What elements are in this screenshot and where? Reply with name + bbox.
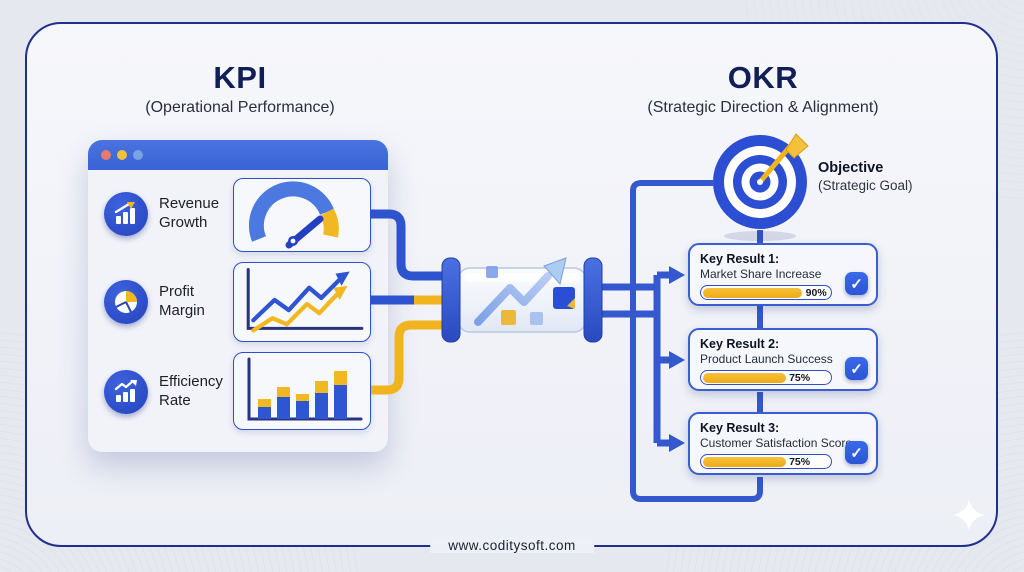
progress-bar: 75%: [700, 370, 832, 385]
pie-chart-icon: [104, 280, 148, 324]
key-result-title: Key Result 3:: [700, 421, 780, 435]
data-cube: [501, 310, 516, 325]
progress-label: 75%: [789, 371, 811, 384]
objective-sublabel: (Strategic Goal): [818, 178, 913, 193]
kpi-subtitle: (Operational Performance): [145, 99, 335, 116]
bar-chart-arrow-icon: [104, 192, 148, 236]
check-icon: ✓: [845, 441, 868, 464]
key-result-name: Product Launch Success: [700, 352, 833, 366]
metric-label: Profit Margin: [159, 283, 205, 319]
key-result-name: Market Share Increase: [700, 267, 822, 281]
kpi-heading: KPI (Operational Performance): [70, 60, 410, 117]
check-icon: ✓: [845, 357, 868, 380]
key-result-2: Key Result 2: Product Launch Success 75%…: [688, 328, 878, 391]
trend-bars-icon: [104, 370, 148, 414]
progress-label: 90%: [805, 286, 827, 299]
okr-title: OKR: [727, 60, 799, 95]
kpi-window: Revenue Growth Profit Margin Efficiency …: [88, 140, 388, 452]
check-icon: ✓: [845, 272, 868, 295]
objective-label: Objective (Strategic Goal): [818, 160, 978, 193]
website-url: www.coditysoft.com: [430, 538, 594, 553]
okr-subtitle: (Strategic Direction & Alignment): [647, 99, 879, 116]
metric-label: Efficiency Rate: [159, 373, 223, 409]
window-titlebar: [88, 140, 388, 170]
key-result-3: Key Result 3: Customer Satisfaction Scor…: [688, 412, 878, 475]
key-result-1: Key Result 1: Market Share Increase 90% …: [688, 243, 878, 306]
sparkle-icon: [953, 499, 985, 531]
kpi-title: KPI: [213, 60, 267, 95]
metric-profit-margin: Profit Margin: [104, 280, 230, 324]
key-result-title: Key Result 2:: [700, 337, 780, 351]
progress-bar: 75%: [700, 454, 832, 469]
funnel-cap-right: [583, 257, 603, 343]
window-dot-yellow: [117, 150, 127, 160]
funnel-cap-left: [441, 257, 461, 343]
progress-fill: [703, 456, 786, 467]
key-result-name: Customer Satisfaction Score: [700, 436, 853, 450]
data-funnel: [441, 257, 603, 343]
target-icon: [713, 133, 809, 241]
metric-efficiency-rate: Efficiency Rate: [104, 370, 230, 414]
key-result-title: Key Result 1:: [700, 252, 780, 266]
trend-arrow: [474, 272, 552, 326]
data-cube: [530, 312, 543, 325]
progress-fill: [703, 372, 786, 383]
progress-label: 75%: [789, 455, 811, 468]
metric-revenue-growth: Revenue Growth: [104, 192, 230, 236]
line-chart: [233, 262, 371, 342]
okr-heading: OKR (Strategic Direction & Alignment): [593, 60, 933, 117]
objective-title: Objective: [818, 160, 884, 176]
data-cube: [486, 266, 498, 278]
window-dot-blue: [133, 150, 143, 160]
progress-bar: 90%: [700, 285, 832, 300]
bar-chart: [233, 352, 371, 430]
progress-fill: [703, 287, 803, 298]
gauge-chart: [233, 178, 371, 252]
metric-label: Revenue Growth: [159, 195, 220, 231]
window-dot-red: [101, 150, 111, 160]
